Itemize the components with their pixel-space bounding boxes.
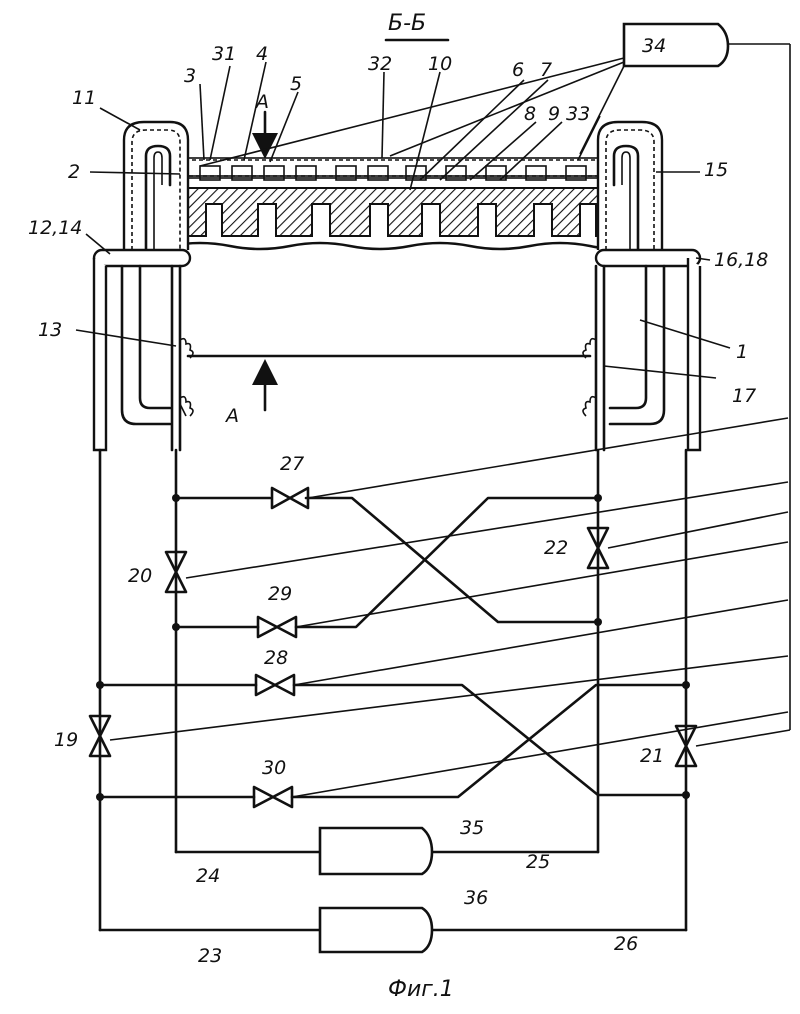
- figure-caption: Фиг.1: [388, 977, 454, 1002]
- label-7: 7: [540, 59, 552, 81]
- label-34: 34: [642, 35, 666, 57]
- label-13: 13: [38, 319, 62, 341]
- label-11: 11: [72, 87, 96, 109]
- unit-36: [320, 908, 432, 952]
- label-23: 23: [198, 945, 222, 967]
- label-21: 21: [640, 745, 664, 767]
- label-25: 25: [526, 851, 550, 873]
- left-header: [94, 250, 190, 450]
- label-arrow-a-bottom: A: [224, 405, 239, 427]
- label-36: 36: [464, 887, 488, 909]
- right-jacket: [598, 122, 662, 250]
- label-33: 33: [566, 103, 590, 125]
- label-1: 1: [736, 341, 748, 363]
- plate-layer-top: [178, 160, 608, 176]
- chamber-top-edge: [170, 243, 620, 249]
- valve-30: [254, 787, 292, 807]
- valve-27: [272, 488, 308, 508]
- label-28: 28: [264, 647, 288, 669]
- label-3: 3: [184, 65, 196, 87]
- label-35: 35: [460, 817, 484, 839]
- label-10: 10: [428, 53, 452, 75]
- label-arrow-a-top: A: [254, 91, 269, 113]
- label-6: 6: [512, 59, 524, 81]
- label-27: 27: [280, 453, 304, 475]
- controller-34: [624, 24, 728, 66]
- valve-29: [258, 617, 296, 637]
- label-19: 19: [54, 729, 78, 751]
- label-31: 31: [212, 43, 236, 65]
- finned-base: [178, 188, 608, 236]
- label-15: 15: [704, 159, 728, 181]
- label-24: 24: [196, 865, 220, 887]
- section-title: Б-Б: [388, 11, 426, 36]
- label-29: 29: [268, 583, 292, 605]
- label-16-18: 16,18: [714, 249, 768, 271]
- label-32: 32: [368, 53, 392, 75]
- label-12-14: 12,14: [28, 217, 82, 239]
- label-9: 9: [548, 103, 560, 125]
- label-20: 20: [128, 565, 152, 587]
- label-2: 2: [68, 161, 80, 183]
- label-17: 17: [732, 385, 756, 407]
- left-jacket: [124, 122, 188, 250]
- label-22: 22: [544, 537, 568, 559]
- label-5: 5: [290, 73, 302, 95]
- top-assembly: [170, 158, 620, 249]
- unit-35: [320, 828, 432, 874]
- label-8: 8: [524, 103, 536, 125]
- label-4: 4: [256, 43, 268, 65]
- right-header: [596, 250, 700, 450]
- label-26: 26: [614, 933, 638, 955]
- label-30: 30: [262, 757, 286, 779]
- valve-28: [256, 675, 294, 695]
